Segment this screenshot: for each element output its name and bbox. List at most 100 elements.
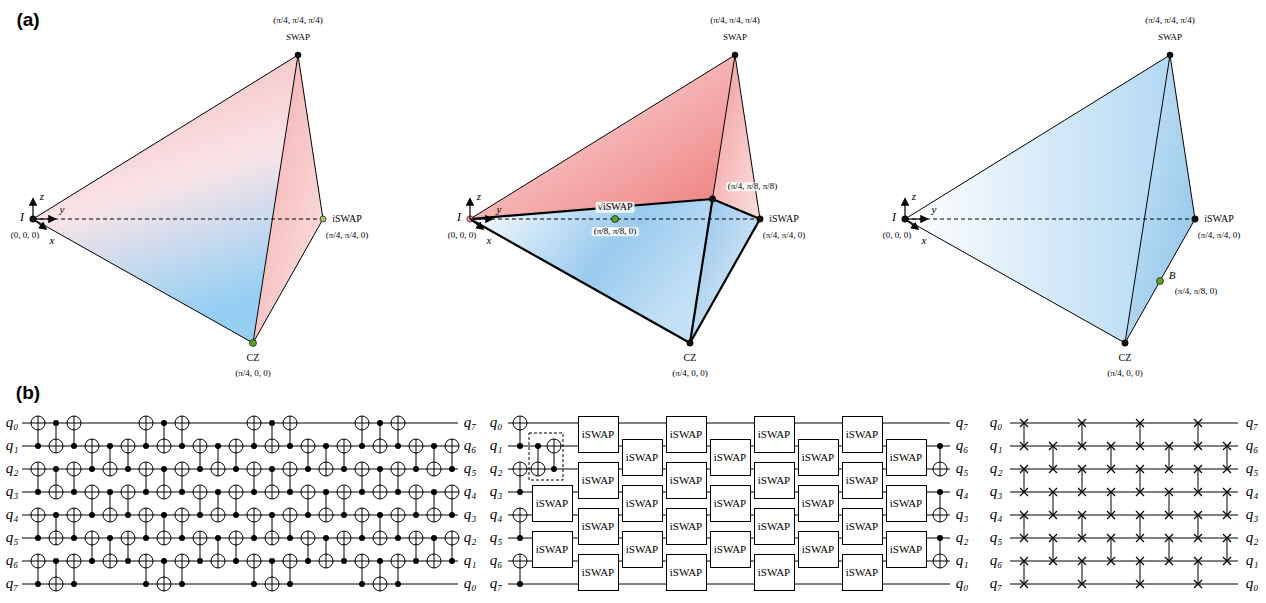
cnot-line — [272, 515, 273, 545]
qubit-label: q₂ — [490, 461, 503, 477]
target-cross — [92, 439, 93, 453]
edge-line — [1170, 55, 1195, 219]
target-cross — [164, 531, 165, 545]
edge-line — [905, 219, 918, 229]
swap-cross — [1020, 488, 1028, 496]
qubit-wire — [1010, 515, 1238, 516]
target-circle — [301, 439, 315, 453]
control-dot — [53, 420, 59, 426]
target-cross — [110, 508, 111, 522]
qubit-wire — [1010, 446, 1238, 447]
target-cross — [254, 554, 255, 568]
control-dot — [517, 443, 523, 449]
cnot-line — [940, 446, 941, 476]
edge-line — [33, 219, 323, 220]
qubit-label: q₅ — [956, 461, 969, 477]
cnot-line — [398, 416, 399, 446]
target-circle — [229, 485, 243, 499]
control-dot — [287, 581, 293, 587]
target-cross — [164, 439, 165, 453]
swap-cross — [1136, 442, 1144, 450]
cnot-line — [290, 416, 291, 446]
control-dot — [323, 443, 329, 449]
axis-label: y — [497, 204, 502, 216]
control-dot — [179, 489, 185, 495]
target-circle — [355, 462, 369, 476]
qubit-wire — [1010, 492, 1238, 493]
cnot-gate — [175, 508, 189, 541]
target-circle — [933, 554, 947, 568]
swap-cross — [1020, 465, 1028, 473]
control-dot — [269, 512, 275, 518]
target-circle — [121, 439, 135, 453]
qubit-label: q₆ — [956, 438, 969, 454]
cnot-gate — [49, 466, 63, 499]
swap-gate — [1020, 419, 1028, 450]
cnot-gate — [103, 489, 117, 522]
target-cross — [236, 439, 237, 453]
control-dot — [233, 466, 239, 472]
control-dot — [251, 443, 257, 449]
qubit-label: q₀ — [464, 576, 477, 592]
target-cross — [38, 508, 39, 522]
swap-cross — [1223, 511, 1231, 519]
target-cross — [290, 462, 291, 476]
control-dot — [179, 535, 185, 541]
target-circle — [337, 439, 351, 453]
point-label: B — [1169, 270, 1176, 282]
target-cross — [38, 416, 39, 430]
control-dot — [359, 443, 365, 449]
control-dot — [143, 443, 149, 449]
target-circle — [67, 416, 81, 430]
cnot-line — [452, 485, 453, 515]
target-cross — [434, 508, 435, 522]
gate-box: iSWAP — [710, 439, 751, 476]
cnot-line — [146, 508, 147, 538]
cnot-line — [520, 554, 521, 584]
cnot-line — [218, 446, 219, 476]
cnot-gate — [31, 554, 45, 587]
target-circle — [301, 485, 315, 499]
cnot-gate — [67, 462, 81, 495]
target-circle — [67, 508, 81, 522]
panel-label: (b) — [16, 383, 40, 403]
swap-gate — [1107, 488, 1115, 519]
target-cross — [110, 462, 111, 476]
target-cross — [520, 416, 521, 430]
swap-gate — [1194, 465, 1202, 496]
cnot-gate — [301, 439, 315, 472]
swap-cross — [1165, 488, 1173, 496]
qubit-label: q₂ — [6, 461, 19, 477]
gate-box: iSWAP — [842, 462, 883, 499]
qubit-label: q₃ — [990, 484, 1003, 500]
gate-label: iSWAP — [802, 544, 834, 555]
target-cross — [434, 554, 435, 568]
coordinate-label: (π/4, π/4, 0) — [763, 231, 806, 240]
point-dot — [757, 216, 763, 222]
swap-line — [1227, 446, 1228, 469]
cnot-gate — [175, 462, 189, 495]
cnot-line — [56, 469, 57, 499]
gate-box: iSWAP — [578, 508, 619, 545]
target-cross — [290, 416, 291, 430]
target-circle — [265, 485, 279, 499]
control-dot — [53, 558, 59, 564]
target-circle — [85, 485, 99, 499]
gate-box: iSWAP — [710, 485, 751, 522]
target-circle — [31, 462, 45, 476]
coordinate-label: (π/4, π/4, π/4) — [710, 16, 760, 25]
cnot-gate — [211, 443, 225, 476]
cnot-line — [164, 561, 165, 591]
cnot-line — [200, 531, 201, 561]
qubit-wire — [22, 469, 458, 470]
control-dot — [71, 581, 77, 587]
target-circle — [175, 416, 189, 430]
swap-gate — [1078, 419, 1086, 450]
coordinate-label: (π/4, π/4, 0) — [1198, 231, 1241, 240]
control-dot — [71, 489, 77, 495]
cnot-gate — [933, 535, 947, 568]
swap-cross — [1078, 488, 1086, 496]
cnot-line — [218, 538, 219, 568]
target-circle — [427, 554, 441, 568]
swap-line — [1198, 469, 1199, 492]
